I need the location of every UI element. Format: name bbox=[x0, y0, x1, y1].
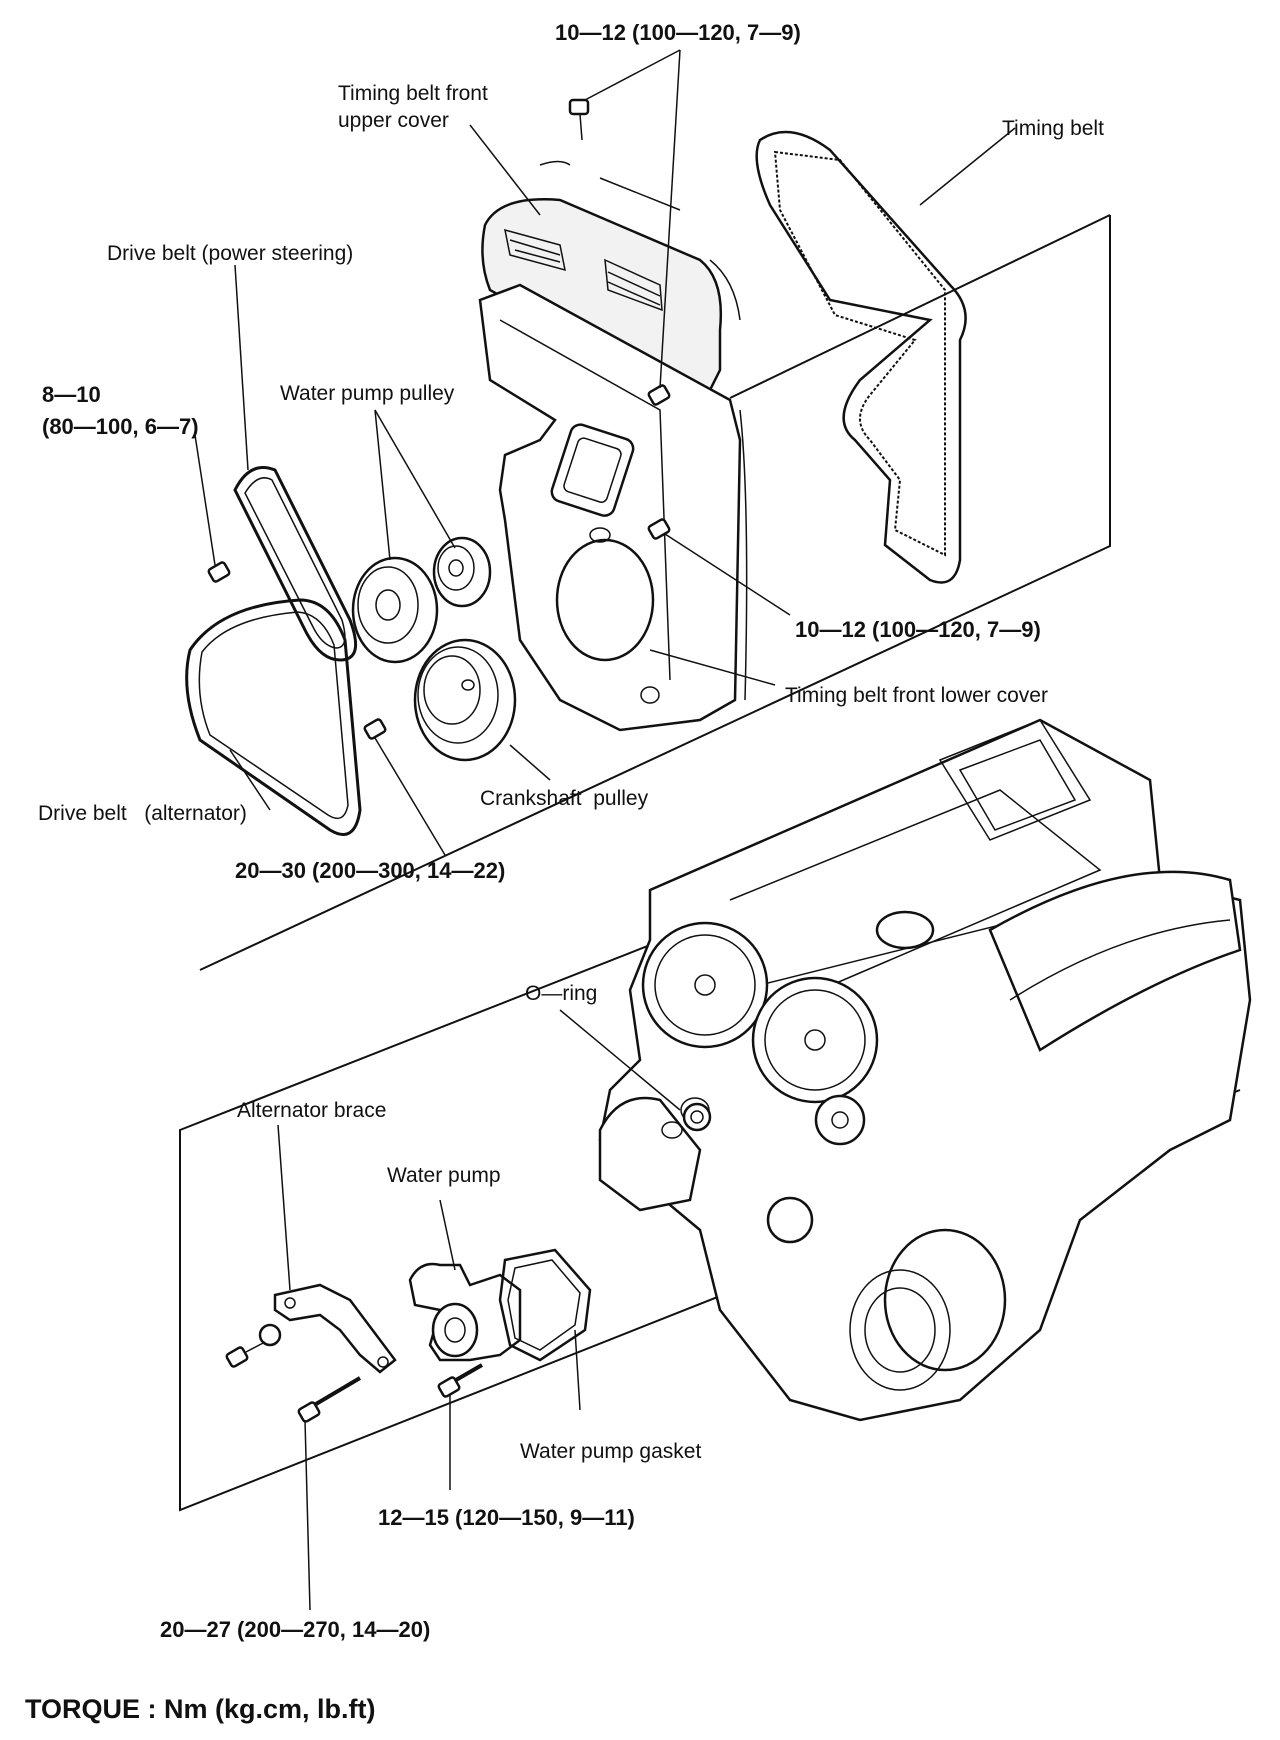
label-torque-brace: 20—27 (200—270, 14—20) bbox=[160, 1617, 430, 1642]
timing-belt bbox=[755, 130, 967, 584]
label-front-lower-cover: Timing belt front lower cover bbox=[785, 684, 1048, 707]
engine-block bbox=[598, 718, 1252, 1422]
leader-lines bbox=[194, 49, 1016, 1611]
label-torque-top: 10—12 (100—120, 7—9) bbox=[555, 20, 801, 45]
water-pump-gasket bbox=[498, 1248, 592, 1362]
label-torque-left-1: 8—10 bbox=[42, 382, 101, 407]
label-water-pump: Water pump bbox=[387, 1164, 501, 1187]
water-pump-pulley-large bbox=[351, 556, 439, 664]
label-water-pump-pulley: Water pump pulley bbox=[280, 382, 455, 405]
label-crankshaft-pulley: Crankshaft pulley bbox=[480, 787, 649, 810]
label-water-pump-gasket: Water pump gasket bbox=[520, 1440, 701, 1463]
label-torque-left-2: (80—100, 6—7) bbox=[42, 414, 199, 439]
label-o-ring: O—ring bbox=[525, 982, 597, 1005]
label-drive-belt-ps: Drive belt (power steering) bbox=[107, 242, 353, 265]
alternator-brace bbox=[273, 1283, 397, 1374]
label-torque-mid-right: 10—12 (100—120, 7—9) bbox=[795, 617, 1041, 642]
bolts-lower bbox=[225, 1102, 712, 1423]
label-front-upper-cover: Timing belt front upper cover bbox=[338, 82, 494, 132]
bolts-upper bbox=[207, 98, 671, 740]
timing-belt-upper-cover bbox=[481, 160, 741, 392]
drive-belt-alternator bbox=[185, 598, 362, 836]
label-torque-pump: 12—15 (120—150, 9—11) bbox=[378, 1505, 635, 1530]
drive-belt-power-steering bbox=[233, 466, 358, 662]
water-pump bbox=[408, 1262, 522, 1362]
crankshaft-pulley bbox=[413, 638, 517, 762]
water-pump-pulley-small bbox=[432, 536, 492, 608]
label-front-upper-cover-line1: Timing belt front bbox=[338, 82, 488, 105]
labels: 10—12 (100—120, 7—9) Timing belt front u… bbox=[25, 20, 1104, 1724]
label-alternator-brace: Alternator brace bbox=[237, 1099, 386, 1122]
label-front-upper-cover-line2: upper cover bbox=[338, 109, 449, 132]
timing-belt-lower-cover bbox=[478, 283, 748, 732]
label-torque-units: TORQUE : Nm (kg.cm, lb.ft) bbox=[25, 1694, 376, 1724]
label-drive-belt-alt: Drive belt (alternator) bbox=[38, 802, 247, 825]
label-timing-belt: Timing belt bbox=[1002, 117, 1104, 140]
group-outline-lines bbox=[179, 214, 1241, 1512]
label-torque-crank: 20—30 (200—300, 14—22) bbox=[235, 858, 505, 883]
